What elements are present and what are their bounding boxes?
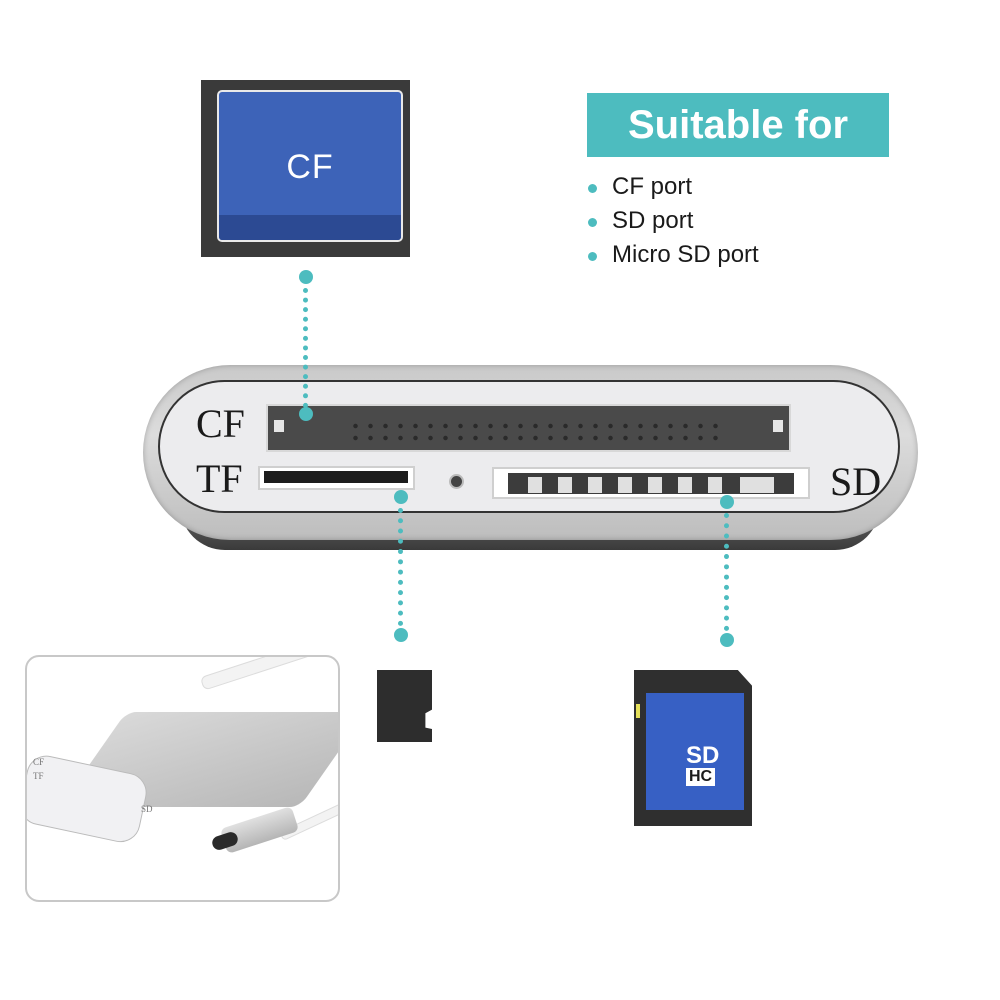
sd-card-face <box>646 693 744 810</box>
connector-dot-icon <box>299 407 313 421</box>
cf-card-face: CF <box>217 90 403 242</box>
tf-connector-line <box>398 508 403 626</box>
sd-pin <box>588 477 602 493</box>
sd-pin <box>648 477 662 493</box>
sd-card-logo-sd: SD <box>686 742 720 769</box>
micro-sd-card-image <box>377 670 432 742</box>
sd-slot-opening <box>508 473 794 494</box>
list-item-label: SD port <box>612 207 694 234</box>
sd-pin <box>618 477 632 493</box>
cf-card-label: CF <box>286 148 334 186</box>
list-item: CF port <box>586 170 759 204</box>
connector-dot-icon <box>394 490 408 504</box>
sd-pin <box>528 477 542 493</box>
mini-cf-label: CF <box>33 757 45 767</box>
sd-pin <box>740 477 774 493</box>
list-item-label: Micro SD port <box>612 241 759 268</box>
tf-slot <box>258 466 415 490</box>
led-indicator <box>449 474 464 489</box>
suitable-for-banner: Suitable for <box>587 93 889 157</box>
bullet-icon <box>588 218 597 227</box>
cf-card-band <box>219 215 401 240</box>
cf-slot-guide-right <box>773 420 783 432</box>
bullet-icon <box>588 184 597 193</box>
sd-pin <box>558 477 572 493</box>
list-item-label: CF port <box>612 173 693 200</box>
cf-slot <box>266 404 791 452</box>
mini-tf-label: TF <box>33 771 44 781</box>
cf-slot-pins <box>348 420 718 444</box>
connector-dot-icon <box>394 628 408 642</box>
tf-slot-opening <box>264 471 408 483</box>
cf-connector-line <box>303 288 308 408</box>
cf-card-image: CF <box>201 80 410 257</box>
sd-pin <box>678 477 692 493</box>
sd-card-logo-hc: HC <box>686 768 716 786</box>
tf-slot-label: TF <box>196 456 243 501</box>
list-item: Micro SD port <box>586 238 759 272</box>
sd-slot-label: SD <box>830 459 882 504</box>
sd-connector-line <box>724 513 729 631</box>
connector-dot-icon <box>720 633 734 647</box>
sd-pin <box>708 477 722 493</box>
cable <box>199 657 338 691</box>
compatibility-list: CF port SD port Micro SD port <box>586 170 759 272</box>
sd-slot <box>492 467 810 499</box>
connector-dot-icon <box>299 270 313 284</box>
cf-slot-label: CF <box>196 401 245 446</box>
connector-dot-icon <box>720 495 734 509</box>
bullet-icon <box>588 252 597 261</box>
mini-sd-label: SD <box>141 804 153 814</box>
usb-c-connector-icon <box>219 806 300 854</box>
product-photo-inset: CF TF SD <box>25 655 340 902</box>
sd-card-lock-notch <box>636 704 640 718</box>
cf-slot-guide-left <box>274 420 284 432</box>
list-item: SD port <box>586 204 759 238</box>
sd-card-image: SD HC <box>634 670 752 826</box>
